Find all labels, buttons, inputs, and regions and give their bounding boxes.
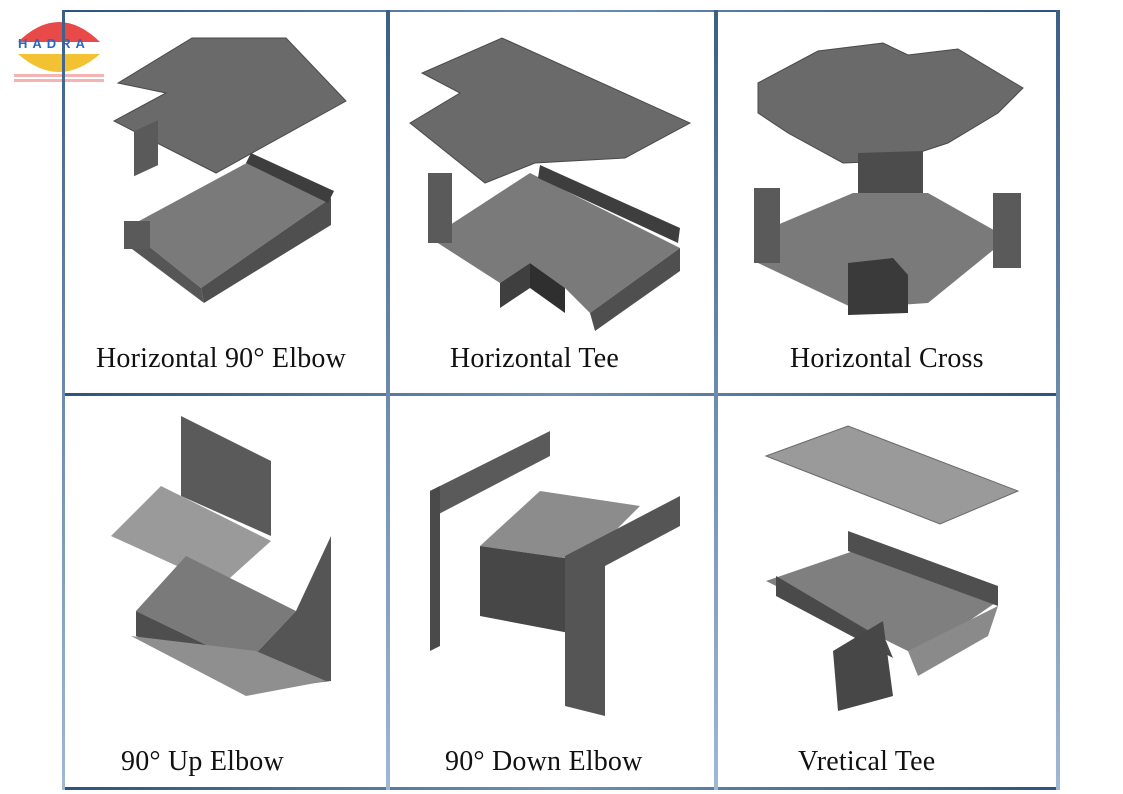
cell-horizontal-90-elbow: Horizontal 90° Elbow [66, 13, 386, 393]
cell-vertical-tee: Vretical Tee [718, 396, 1056, 787]
grid-left-border [62, 10, 65, 790]
horizontal-90-elbow-icon [112, 37, 347, 303]
90-up-elbow-icon [111, 416, 331, 696]
horizontal-cross-icon [754, 42, 1024, 315]
hadra-logo: HADRA [12, 12, 106, 86]
grid-middle-border [62, 393, 1060, 396]
cell-horizontal-tee: Horizontal Tee [390, 13, 714, 393]
cell-horizontal-cross: Horizontal Cross [718, 13, 1056, 393]
logo-text: HADRA [18, 36, 90, 51]
90-down-elbow-icon [430, 431, 680, 716]
grid-top-border [62, 10, 1060, 12]
caption-horizontal-cross: Horizontal Cross [790, 343, 984, 374]
grid-divider-2 [714, 10, 718, 790]
caption-vertical-tee: Vretical Tee [798, 746, 936, 777]
cell-90-down-elbow: 90° Down Elbow [390, 396, 714, 787]
grid-bottom-border [62, 787, 1060, 790]
caption-horizontal-90-elbow: Horizontal 90° Elbow [96, 343, 347, 374]
cell-90-up-elbow: 90° Up Elbow [66, 396, 386, 787]
grid-right-border [1056, 10, 1060, 790]
vertical-tee-icon [764, 425, 1020, 711]
caption-horizontal-tee: Horizontal Tee [450, 343, 620, 374]
grid-divider-1 [386, 10, 390, 790]
fittings-grid: Horizontal 90° Elbow Horizontal Tee Hori… [62, 10, 1060, 790]
horizontal-tee-icon [409, 37, 692, 331]
caption-90-up-elbow: 90° Up Elbow [121, 746, 284, 777]
caption-90-down-elbow: 90° Down Elbow [445, 746, 643, 777]
